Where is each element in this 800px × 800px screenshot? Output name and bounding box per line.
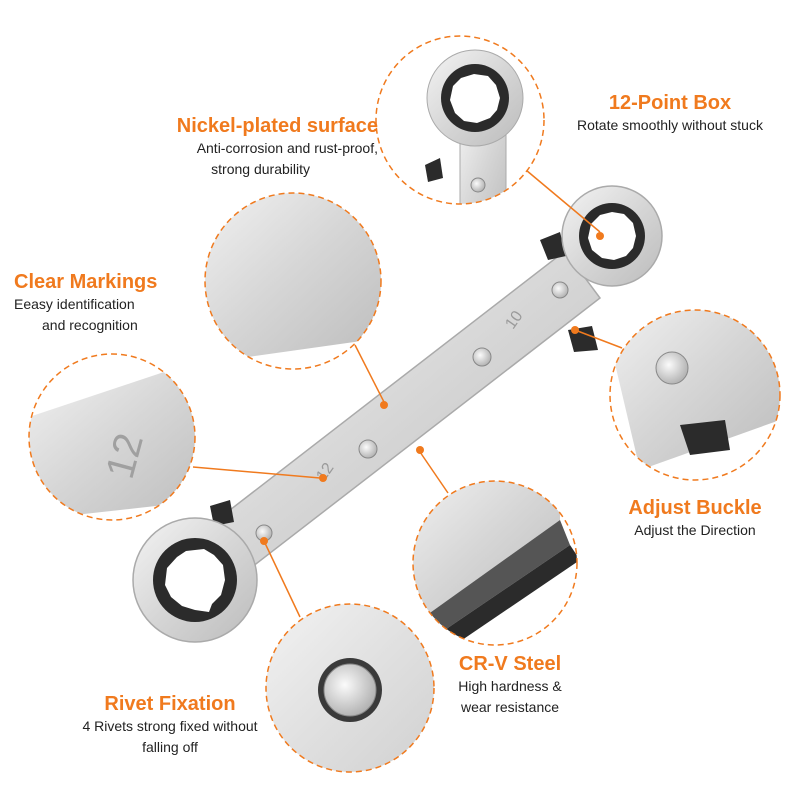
detail-circle-clear-markings: 12 (28, 353, 196, 521)
feature-title: CR-V Steel (458, 653, 562, 675)
detail-circle-crv-steel (412, 480, 578, 646)
feature-desc-line: wear resistance (460, 699, 560, 715)
feature-desc-line: Rotate smoothly without stuck (577, 117, 763, 133)
ratchet-wrench: 12 10 (132, 185, 663, 643)
feature-desc-line: 4 Rivets strong fixed without (82, 718, 258, 734)
feature-adjust-buckle: Adjust Buckle Adjust the Direction (595, 496, 795, 541)
feature-desc-line: High hardness & (458, 678, 562, 694)
detail-circle-rivet-fixation (265, 603, 435, 773)
rivet (472, 347, 492, 367)
adjust-lever-left (210, 500, 234, 526)
feature-crv-steel: CR-V Steel High hardness & wear resistan… (430, 652, 590, 718)
feature-title: Clear Markings (14, 271, 158, 293)
feature-nickel-plated: Nickel-plated surface Anti-corrosion and… (110, 114, 378, 180)
feature-title: Rivet Fixation (104, 693, 236, 715)
feature-title: Nickel-plated surface (176, 115, 378, 137)
leader-lines (192, 164, 623, 618)
feature-rivet-fixation: Rivet Fixation 4 Rivets strong fixed wit… (60, 692, 280, 758)
leader-dots (260, 232, 604, 545)
feature-desc-line: Eeasy identification (14, 296, 135, 312)
feature-twelve-point-box: 12-Point Box Rotate smoothly without stu… (555, 91, 785, 136)
detail-circle-nickel-surface (204, 192, 382, 370)
feature-desc-line: and recognition (42, 317, 138, 333)
twelve-point-box-large (165, 549, 225, 612)
adjust-lever-top (540, 232, 566, 260)
feature-desc-line: falling off (142, 739, 198, 755)
detail-circle-adjust-buckle (609, 309, 781, 481)
feature-desc-line: Anti-corrosion and rust-proof, (196, 140, 378, 156)
feature-title: Adjust Buckle (628, 497, 762, 519)
feature-desc-line: Adjust the Direction (634, 522, 756, 538)
twelve-point-box-small (588, 212, 636, 260)
rivet (358, 439, 378, 459)
feature-title: 12-Point Box (608, 92, 732, 114)
feature-clear-markings: Clear Markings Eeasy identification and … (14, 270, 214, 336)
rivet (551, 281, 569, 299)
detail-circle-twelve-point-box (375, 35, 545, 205)
feature-desc-line: strong durability (211, 161, 310, 177)
